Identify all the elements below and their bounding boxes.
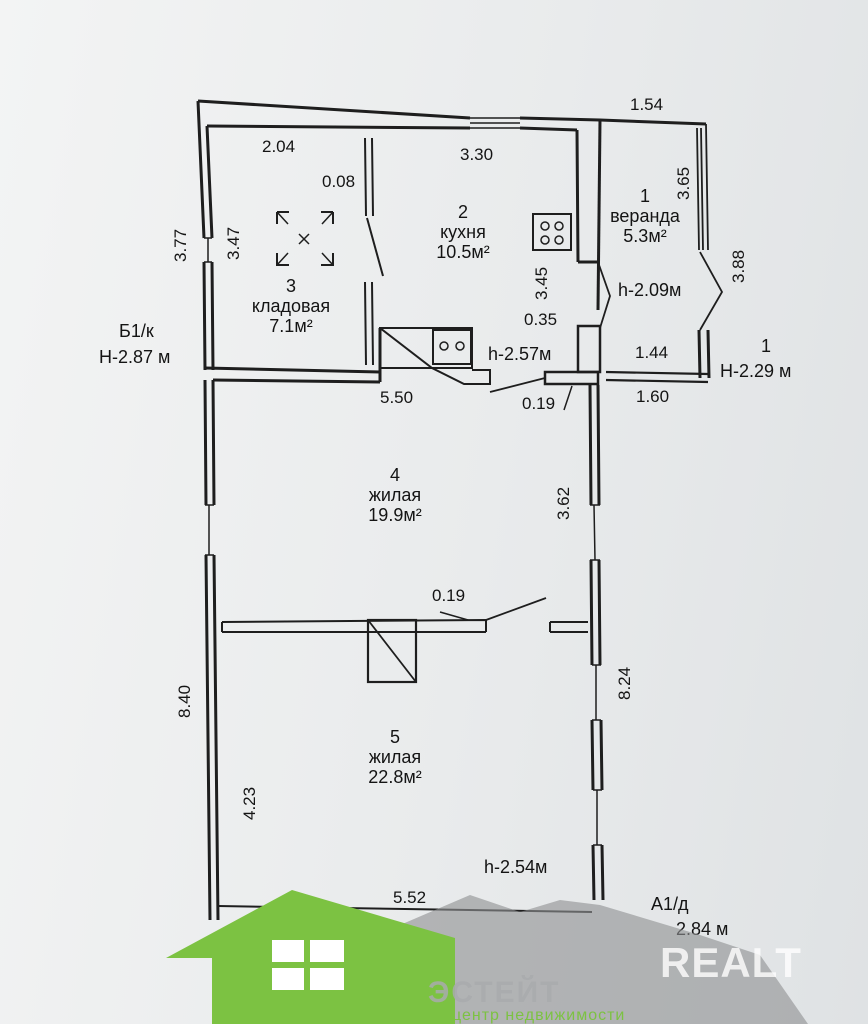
height-living-5: h-2.54м	[484, 857, 548, 877]
dim-2-04: 2.04	[262, 137, 296, 156]
dim-3-30: 3.30	[460, 145, 494, 164]
room-veranda-name: веранда	[610, 206, 680, 227]
dim-0-19-top: 0.19	[522, 394, 556, 413]
room-living-4-name: жилая	[368, 485, 422, 506]
brand-tagline: центр недвижимости	[452, 1007, 626, 1024]
room-kitchen-number: 2	[457, 202, 468, 222]
marker-right-height: Н-2.29 м	[720, 361, 792, 381]
room-veranda-area: 5.3м²	[623, 226, 667, 247]
room-living-5: 5 жилая 22.8м²	[350, 727, 440, 787]
marker-right-number: 1	[761, 336, 772, 356]
dim-5-50: 5.50	[380, 388, 414, 407]
room-veranda: 1 веранда 5.3м²	[600, 186, 690, 246]
marker-b1k-title: Б1/к	[119, 321, 154, 341]
room-storage-area: 7.1м²	[269, 316, 313, 337]
room-living-4: 4 жилая 19.9м²	[350, 465, 440, 525]
room-living-4-number: 4	[389, 465, 400, 485]
dim-0-19-mid: 0.19	[432, 586, 466, 605]
room-storage-number: 3	[285, 276, 296, 296]
room-living-5-number: 5	[389, 727, 400, 747]
brand-name: ЭСТЕЙТ	[428, 976, 561, 1009]
height-kitchen: h-2.57м	[488, 344, 552, 364]
marker-b1k-height: Н-2.87 м	[99, 347, 171, 367]
room-living-5-name: жилая	[368, 747, 422, 768]
room-veranda-number: 1	[639, 186, 650, 206]
room-living-4-area: 19.9м²	[368, 505, 422, 526]
dim-5-52: 5.52	[393, 888, 427, 907]
dim-1-44: 1.44	[635, 343, 669, 362]
room-storage: 3 кладовая 7.1м²	[236, 276, 346, 336]
room-kitchen-name: кухня	[440, 222, 486, 243]
room-living-5-area: 22.8м²	[368, 767, 422, 788]
dim-1-54: 1.54	[630, 95, 664, 114]
realt-logo: REALT	[660, 939, 802, 986]
marker-a1d-title: А1/д	[651, 894, 689, 914]
room-kitchen: 2 кухня 10.5м²	[418, 202, 508, 262]
dim-1-60: 1.60	[636, 387, 670, 406]
dim-0-35: 0.35	[524, 310, 558, 329]
window-icon	[272, 940, 344, 990]
room-storage-name: кладовая	[251, 296, 331, 317]
room-kitchen-area: 10.5м²	[436, 242, 490, 263]
dim-0-08: 0.08	[322, 172, 356, 191]
height-veranda: h-2.09м	[618, 280, 682, 300]
